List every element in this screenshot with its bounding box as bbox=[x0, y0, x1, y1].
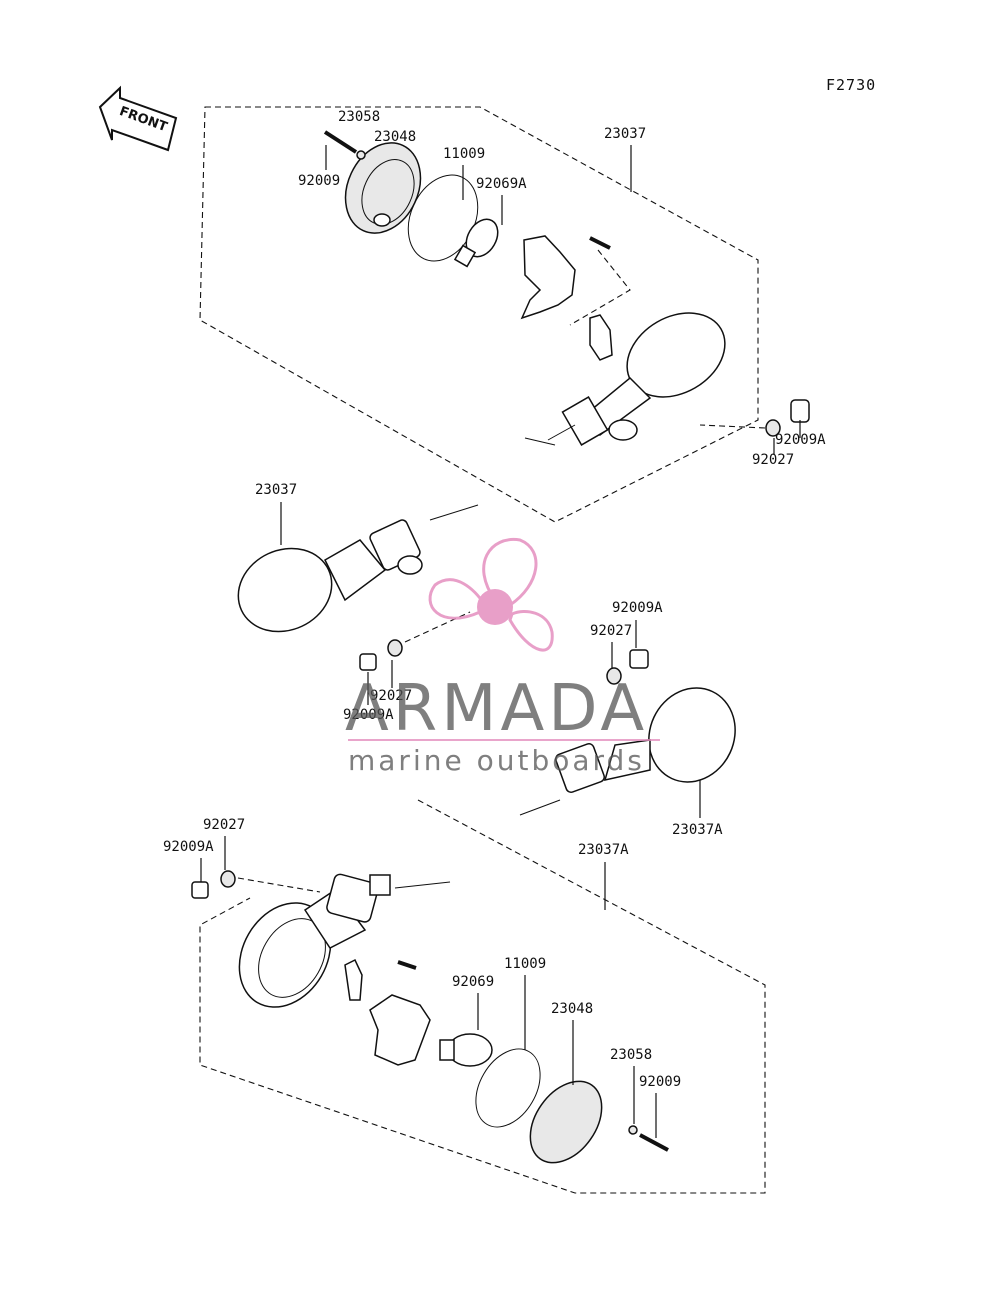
figure-code: F2730 bbox=[826, 76, 876, 94]
callout-label: 92027 bbox=[752, 452, 794, 468]
watermark-brand: ARMADA bbox=[345, 672, 648, 746]
callout-label: 23037A bbox=[672, 822, 723, 838]
callout-label: 23048 bbox=[551, 1001, 593, 1017]
left-mount-bolt bbox=[359, 611, 471, 671]
bottom-mount-bolt bbox=[191, 870, 321, 899]
callout-label: 23058 bbox=[338, 109, 380, 125]
top-bulb-part bbox=[453, 218, 499, 268]
callout-label: 11009 bbox=[504, 956, 546, 972]
callout-label: 11009 bbox=[443, 146, 485, 162]
callout-label: 92027 bbox=[590, 623, 632, 639]
top-socket-bracket bbox=[520, 235, 576, 320]
callout-label: 23037 bbox=[255, 482, 297, 498]
callout-label: 92009A bbox=[775, 432, 826, 448]
bottom-assembly-frame bbox=[199, 799, 766, 1194]
callout-label: 92009 bbox=[298, 173, 340, 189]
callout-label: 23037A bbox=[578, 842, 629, 858]
callout-label: 23037 bbox=[604, 126, 646, 142]
bottom-socket-bracket bbox=[369, 994, 431, 1066]
top-assembly-frame bbox=[199, 106, 759, 523]
callout-label: 92009A bbox=[343, 707, 394, 723]
top-screw-part bbox=[323, 130, 366, 160]
top-lens-part bbox=[344, 142, 422, 234]
watermark-propeller-icon bbox=[428, 537, 554, 652]
callout-label: 92027 bbox=[203, 817, 245, 833]
bottom-screw-part bbox=[628, 1125, 669, 1152]
callout-label: 92009 bbox=[639, 1074, 681, 1090]
right-signal-housing bbox=[519, 687, 736, 816]
bottom-gasket-part bbox=[475, 1048, 541, 1128]
bottom-clip-part bbox=[344, 958, 417, 1001]
bottom-lens-part bbox=[529, 1080, 603, 1164]
top-signal-housing bbox=[524, 312, 726, 446]
callout-label: 92009A bbox=[612, 600, 663, 616]
bottom-bulb-part bbox=[439, 1033, 493, 1067]
top-clip-part bbox=[589, 236, 613, 361]
callout-label: 92009A bbox=[163, 839, 214, 855]
front-arrow-icon: FRONT bbox=[98, 85, 178, 152]
callout-label: 92069 bbox=[452, 974, 494, 990]
callout-label: 23058 bbox=[610, 1047, 652, 1063]
callout-label: 92027 bbox=[370, 688, 412, 704]
watermark-tagline: marine outboards bbox=[348, 744, 645, 777]
callout-label: 23048 bbox=[374, 129, 416, 145]
bottom-signal-housing bbox=[238, 873, 451, 1008]
top-mount-bolt bbox=[699, 399, 810, 437]
left-signal-housing bbox=[237, 504, 479, 633]
right-mount-bolt bbox=[606, 649, 649, 685]
callout-label: 92069A bbox=[476, 176, 527, 192]
